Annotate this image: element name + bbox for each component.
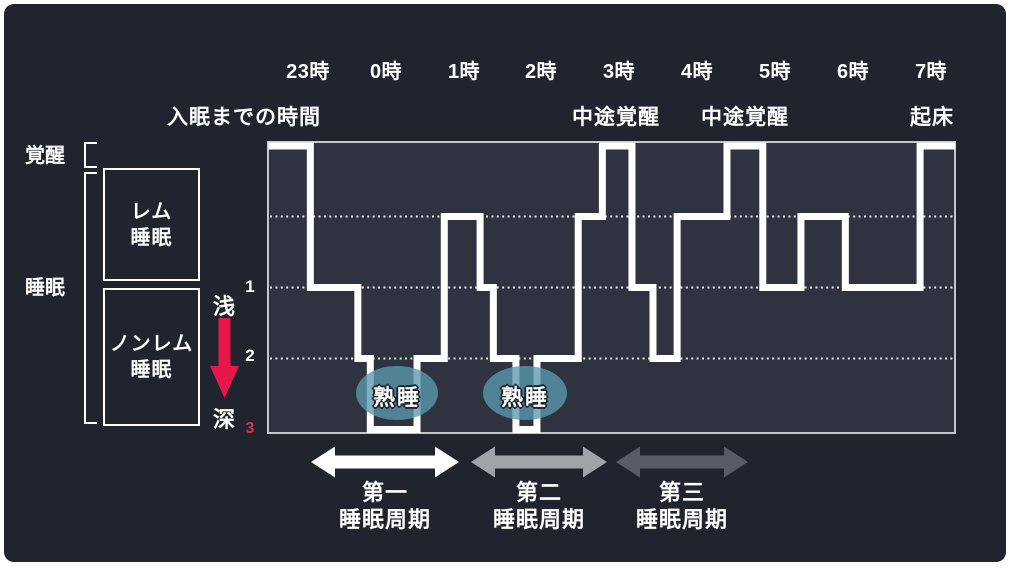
depth-arrow-icon	[210, 318, 239, 398]
deep-sleep-badge-1: 熟睡	[372, 385, 422, 410]
cycle2-label-line1: 第二	[515, 480, 563, 505]
cycle3-label: 第三 睡眠周期	[636, 479, 728, 533]
mid-awakening-label-1: 中途覚醒	[572, 106, 660, 129]
cycle1-arrow-icon	[311, 446, 459, 478]
deep-sleep-ellipse-2	[483, 366, 567, 420]
sleep-onset-label: 入眠までの時間	[167, 106, 321, 129]
cycle1-label-line1: 第一	[361, 480, 409, 505]
mid-awakening-label-2: 中途覚醒	[701, 106, 789, 129]
cycle1-label-line2: 睡眠周期	[338, 507, 432, 532]
cycle3-label-line1: 第三	[658, 480, 706, 505]
shallow-label: 浅	[212, 294, 236, 319]
wake-axis-label: 覚醒	[25, 145, 65, 167]
nonrem-box-line2: 睡眠	[130, 359, 173, 381]
time-label-3: 3時	[602, 61, 636, 83]
cycle2-arrow-icon	[471, 446, 607, 478]
wake-up-label: 起床	[910, 106, 954, 129]
deep-sleep-badge-2: 熟睡	[500, 385, 550, 410]
time-label-7: 7時	[914, 61, 948, 83]
level-3-tick: 3	[245, 420, 255, 437]
time-label-0: 0時	[369, 61, 403, 83]
cycle1-label: 第一 睡眠周期	[339, 479, 431, 533]
deep-sleep-ellipse-1	[356, 366, 438, 420]
cycle3-label-line2: 睡眠周期	[635, 507, 729, 532]
level-1-tick: 1	[245, 277, 255, 296]
time-label-5: 5時	[758, 61, 792, 83]
rem-sleep-box: レム 睡眠	[103, 168, 200, 281]
time-label-6: 6時	[836, 61, 870, 83]
rem-box-line2: 睡眠	[130, 226, 173, 249]
time-label-4: 4時	[680, 61, 714, 83]
wake-bracket	[84, 142, 97, 168]
time-label-2: 2時	[524, 61, 558, 83]
rem-box-line1: レム	[130, 200, 173, 223]
cycle3-arrow-icon	[616, 446, 748, 478]
cycle2-label-line2: 睡眠周期	[492, 507, 586, 532]
deep-label: 深	[212, 407, 236, 432]
nonrem-sleep-box: ノンレム 睡眠	[103, 288, 200, 426]
hypnogram-line	[268, 142, 956, 433]
nonrem-box-line1: ノンレム	[109, 333, 194, 355]
sleep-bracket	[84, 172, 97, 424]
time-label-1: 1時	[447, 61, 481, 83]
level-2-tick: 2	[245, 346, 255, 365]
cycle2-label: 第二 睡眠周期	[493, 479, 585, 533]
sleep-axis-label: 睡眠	[25, 277, 65, 299]
time-label-23: 23時	[286, 61, 330, 83]
